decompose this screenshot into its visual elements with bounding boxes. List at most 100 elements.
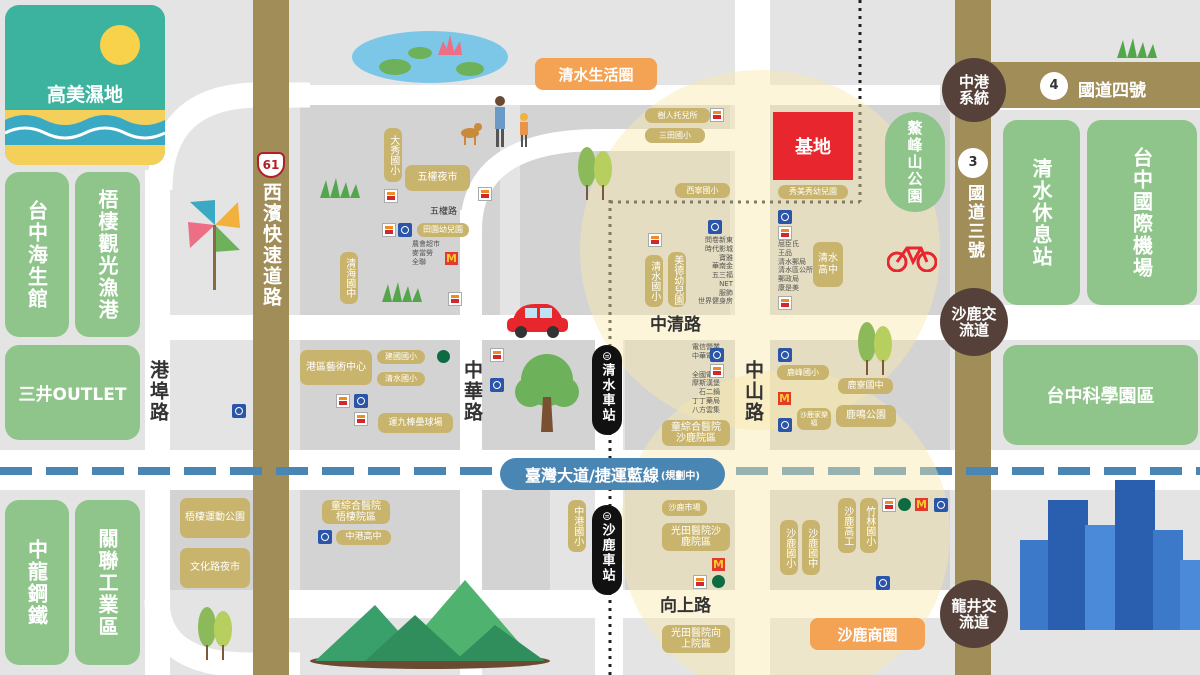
seven-eleven-icon: [778, 226, 792, 240]
road-top: [290, 85, 940, 105]
store-item: 華南金: [712, 262, 733, 271]
fishing-port-area: 梧棲觀光漁港: [75, 172, 140, 337]
harbor-art-label: 港區藝術中心: [306, 361, 366, 373]
qingshui-life-label: 清水生活圈: [558, 65, 634, 84]
tongxin-wuqi-label: 童綜合醫院梧棲院區: [331, 500, 381, 524]
seven-eleven-icon: [384, 189, 398, 203]
poi-tongxin-wuqi: 童綜合醫院梧棲院區: [322, 500, 390, 524]
west-coast-text: 西濱快速道路: [259, 182, 282, 308]
seven-eleven-icon: [448, 292, 462, 306]
santian-label: 三田國小: [659, 130, 691, 140]
curved-road-center: [460, 129, 750, 230]
poi-tianyuan-kg: 田園幼兒園: [417, 223, 469, 237]
daxiu-label: 大秀國小: [387, 135, 399, 175]
store-item: 丁丁藥局: [692, 396, 720, 405]
store-item: 全國電子: [692, 370, 720, 379]
tongxin-hosp-label: 童綜合醫院沙鹿院區: [671, 421, 721, 445]
shalu-station: ⊜ 沙鹿車站: [592, 505, 622, 595]
familymart-icon: [398, 223, 412, 237]
luming-label: 鹿鳴公園: [846, 410, 886, 422]
poi-zhulin: 竹林國小: [860, 498, 878, 553]
taiwan-blvd-text: 臺灣大道/捷運藍線: [525, 466, 659, 485]
familymart-icon: [778, 210, 792, 224]
freeway-3-number: 3: [968, 155, 978, 170]
family-walking-icon: [461, 96, 528, 147]
qingshui-station: ⊜ 清水車站: [592, 345, 622, 435]
store-item: 中華電信: [692, 351, 720, 360]
grass-icon: [1117, 38, 1157, 58]
guangtian-xiangshang-label: 光田醫院向上院區: [671, 627, 721, 651]
poi-yunjiu: 運九棒壘球場: [378, 413, 453, 433]
wetland-tile: 高美濕地: [5, 5, 165, 165]
block: [770, 340, 950, 450]
science-park-area: 台中科學園區: [1003, 345, 1198, 445]
site-block: 基地: [773, 112, 853, 180]
zhonghua-text: 中華路: [460, 360, 483, 423]
store-item: 摩斯漢堡: [692, 379, 720, 388]
wenhua-market-label: 文化路夜市: [190, 562, 240, 574]
zhongshan-store-list: 電信營業 中華電信 全國電子 摩斯漢堡 石二鍋 丁丁藥局 八方雲集: [692, 343, 720, 414]
poi-qingshui-es: 清水國小: [645, 255, 663, 307]
seven-eleven-icon: [693, 575, 707, 589]
shalu-interchange: 沙鹿交流道: [940, 288, 1008, 356]
tree-icon: [858, 322, 892, 375]
zhongshan-road-label: 中山路: [740, 360, 764, 428]
gangbu-road-label: 港埠路: [146, 360, 169, 428]
starbucks-icon: [712, 575, 725, 588]
zhonggang-shs-label: 中港高中: [345, 532, 382, 543]
poi-guangtian-xiangshang: 光田醫院向上院區: [662, 625, 730, 653]
shalu-business-label: 沙鹿商圈: [837, 625, 898, 644]
familymart-icon: [354, 394, 368, 408]
road-zhonghua: [460, 210, 482, 675]
jianguo-label: 建國國小: [385, 352, 417, 362]
poi-shuren-kg: 樹人托兒所: [645, 108, 710, 123]
poi-zhonggang-shs: 中港高中: [336, 530, 391, 545]
zhongqing-store-list: 問卷新東 時代影城 寶雅 華南金 五三福 NET 服飾 世界健身房: [698, 236, 733, 306]
train-icon: ⊜: [601, 349, 613, 363]
poi-qingshui-es2: 清水國小: [377, 372, 425, 386]
zhonggang-label: 中港系統: [958, 72, 989, 107]
seven-eleven-icon: [354, 412, 368, 426]
poi-guangtian-hosp: 光田醫院沙鹿院區: [662, 523, 730, 551]
wuquan-market-label: 五權夜市: [417, 172, 458, 184]
mcdonalds-icon: M: [712, 558, 725, 571]
fishing-port-label: 梧棲觀光漁港: [95, 188, 119, 321]
shalu-interchange-label: 沙鹿交流道: [951, 304, 997, 339]
seven-eleven-icon: [710, 108, 724, 122]
aquarium-area: 台中海生館: [5, 172, 69, 337]
rest-stop-label: 清水休息站: [1029, 157, 1053, 268]
lotus-pond-icon: [352, 31, 508, 83]
xining-label: 西寧國小: [686, 185, 719, 195]
poi-qingshui-jh: 清海國中: [340, 252, 358, 304]
shalu-market-label: 沙鹿市場: [668, 503, 701, 513]
seven-eleven-icon: [778, 296, 792, 310]
zhonghua-road-label: 中華路: [460, 360, 483, 428]
poi-wuqi-sports: 梧棲運動公園: [180, 498, 250, 538]
taiwan-blvd-pill: 臺灣大道/捷運藍線 (規劃中): [500, 458, 725, 490]
poi-luliao: 鹿寮國中: [838, 378, 893, 394]
steel-area: 中龍鋼鐵: [5, 500, 69, 665]
store-item: NET: [719, 279, 733, 288]
taiwan-blvd-note: (規劃中): [660, 470, 700, 482]
familymart-icon: [232, 404, 246, 418]
mcdonalds-icon: M: [445, 252, 458, 265]
store-item: 寶雅: [719, 253, 733, 262]
store-item: 郵政局: [778, 275, 799, 283]
familymart-icon: [318, 530, 332, 544]
store-item: 全聯: [412, 257, 426, 266]
guangtian-hosp-label: 光田醫院沙鹿院區: [671, 525, 721, 549]
wuquan-road-label: 五權路: [430, 207, 458, 217]
shalu-business-bubble: 沙鹿商圈: [810, 618, 925, 650]
qingshui-shs-label: 清水高中: [818, 253, 838, 276]
poi-luming: 鹿鳴公園: [836, 405, 896, 427]
seven-eleven-icon: [648, 233, 662, 247]
mcdonalds-icon: M: [778, 392, 791, 405]
tree-icon: [578, 147, 612, 200]
meide-label: 美德幼兒園: [671, 254, 683, 305]
poi-qingshui-shs: 清水高中: [813, 242, 843, 287]
shalu-fubang-label: 沙鹿家樂福: [800, 410, 828, 427]
poi-shalu-fubang: 沙鹿家樂福: [797, 408, 831, 430]
familymart-icon: [710, 348, 724, 362]
wuqi-sports-label: 梧棲運動公園: [185, 512, 245, 524]
